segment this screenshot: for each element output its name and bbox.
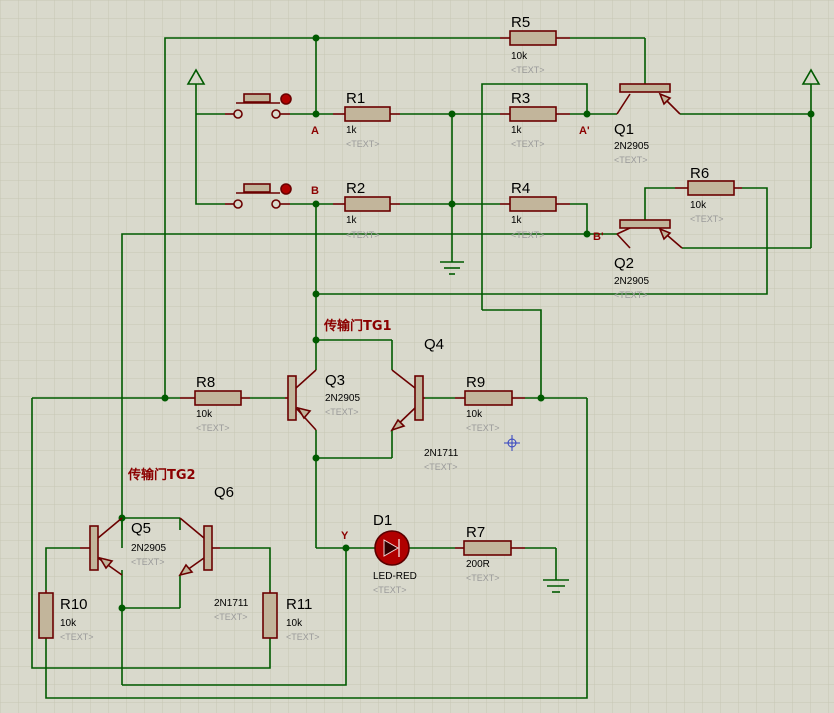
r11-value: 10k: [286, 618, 303, 629]
r9-text: <TEXT>: [466, 423, 500, 433]
r7-ref: R7: [466, 524, 485, 541]
r8-ref: R8: [196, 374, 215, 391]
resistor-r10[interactable]: [38, 590, 54, 639]
q6-ref: Q6: [214, 484, 234, 501]
q6-text: <TEXT>: [214, 612, 248, 622]
q6-value: 2N1711: [214, 598, 249, 609]
r5-value: 10k: [511, 51, 528, 62]
r10-text: <TEXT>: [60, 632, 94, 642]
power-terminal-left-icon: [186, 68, 206, 85]
transistor-q6[interactable]: [178, 517, 220, 577]
push-button-b[interactable]: [225, 183, 292, 209]
r1-text: <TEXT>: [346, 139, 380, 149]
r3-ref: R3: [511, 90, 530, 107]
r11-ref: R11: [286, 596, 312, 613]
annotations: 传输门TG1 传输门TG2: [127, 318, 392, 483]
net-label-a-prime: A': [579, 125, 590, 137]
q3-value: 2N2905: [325, 393, 360, 404]
ground-symbol-2-icon: [543, 579, 569, 593]
resistor-r4[interactable]: [500, 196, 570, 212]
r5-text: <TEXT>: [511, 65, 545, 75]
q1-ref: Q1: [614, 121, 634, 138]
q3-ref: Q3: [325, 372, 345, 389]
r4-text: <TEXT>: [511, 230, 545, 240]
q2-ref: Q2: [614, 255, 634, 272]
tg1-annotation: 传输门TG1: [323, 318, 392, 334]
net-label-y: Y: [341, 530, 349, 542]
push-button-a[interactable]: [225, 93, 292, 119]
q1-value: 2N2905: [614, 141, 649, 152]
r6-value: 10k: [690, 200, 707, 211]
resistor-r3[interactable]: [500, 106, 570, 122]
resistor-r11[interactable]: [262, 590, 278, 639]
q4-ref: Q4: [424, 336, 444, 353]
transistor-q1[interactable]: [616, 83, 681, 115]
d1-ref: D1: [373, 512, 392, 529]
net-label-a: A: [311, 125, 319, 137]
r4-ref: R4: [511, 180, 530, 197]
r4-value: 1k: [511, 215, 523, 226]
q2-value: 2N2905: [614, 276, 649, 287]
transistor-q2[interactable]: [616, 219, 683, 249]
net-label-b: B: [311, 185, 319, 197]
r2-ref: R2: [346, 180, 365, 197]
component-labels: R1 1k <TEXT> R2 1k <TEXT> R3 1k <TEXT> R…: [60, 14, 724, 642]
q5-ref: Q5: [131, 520, 151, 537]
r10-value: 10k: [60, 618, 77, 629]
q1-text: <TEXT>: [614, 155, 648, 165]
q2-text: <TEXT>: [614, 290, 648, 300]
r2-value: 1k: [346, 215, 358, 226]
junctions: [118, 34, 815, 612]
d1-text: <TEXT>: [373, 585, 407, 595]
net-labels: A B A' B' Y: [311, 125, 604, 542]
r10-ref: R10: [60, 596, 88, 613]
transistor-q3[interactable]: [285, 369, 317, 431]
r1-ref: R1: [346, 90, 365, 107]
d1-value: LED-RED: [373, 571, 417, 582]
r1-value: 1k: [346, 125, 358, 136]
r9-value: 10k: [466, 409, 483, 420]
r11-text: <TEXT>: [286, 632, 320, 642]
r2-text: <TEXT>: [346, 230, 380, 240]
q4-text: <TEXT>: [424, 462, 458, 472]
r6-ref: R6: [690, 165, 709, 182]
r3-value: 1k: [511, 125, 523, 136]
tg2-annotation: 传输门TG2: [127, 467, 196, 483]
q3-text: <TEXT>: [325, 407, 359, 417]
r3-text: <TEXT>: [511, 139, 545, 149]
resistor-r8[interactable]: [180, 390, 250, 406]
q5-value: 2N2905: [131, 543, 166, 554]
net-label-b-prime: B': [593, 231, 604, 243]
resistor-r7[interactable]: [455, 540, 525, 556]
resistor-r2[interactable]: [333, 196, 400, 212]
resistor-r5[interactable]: [500, 30, 570, 46]
wires: [31, 37, 812, 699]
resistor-r1[interactable]: [333, 106, 400, 122]
crosshair-cursor-icon: [504, 435, 520, 451]
r8-text: <TEXT>: [196, 423, 230, 433]
q4-value: 2N1711: [424, 448, 459, 459]
led-d1[interactable]: [374, 530, 410, 566]
r6-text: <TEXT>: [690, 214, 724, 224]
transistor-q4[interactable]: [390, 369, 425, 432]
q5-text: <TEXT>: [131, 557, 165, 567]
power-terminal-right-icon: [801, 68, 821, 85]
ground-symbol-1-icon: [440, 261, 464, 275]
r7-text: <TEXT>: [466, 573, 500, 583]
r8-value: 10k: [196, 409, 213, 420]
r7-value: 200R: [466, 559, 490, 570]
r9-ref: R9: [466, 374, 485, 391]
resistor-r6[interactable]: [675, 180, 742, 196]
transistor-q5[interactable]: [80, 517, 123, 576]
r5-ref: R5: [511, 14, 530, 31]
resistor-r9[interactable]: [455, 390, 525, 406]
